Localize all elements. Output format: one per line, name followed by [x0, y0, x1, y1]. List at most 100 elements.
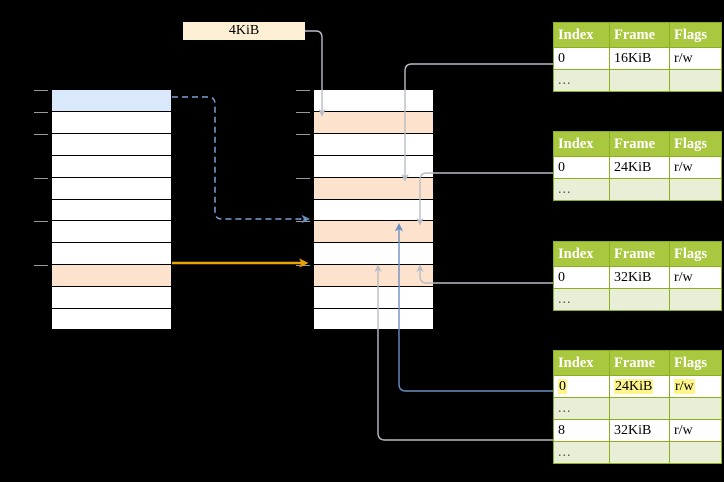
physical-frame-row — [296, 110, 434, 133]
column-header-flags: Flags — [669, 350, 722, 376]
cell-flags: r/w — [669, 266, 722, 289]
row-tick-mark — [34, 177, 48, 179]
column-header-flags: Flags — [669, 131, 722, 157]
cell-frame: 32KiB — [609, 419, 670, 442]
virtual-page-row — [34, 110, 172, 133]
row-tick-mark — [34, 265, 48, 267]
row-tick-mark — [296, 221, 310, 223]
cell-index: ... — [553, 178, 610, 201]
cell-frame: 24KiB — [609, 156, 670, 179]
column-header-index: Index — [553, 350, 610, 376]
column-header-frame: Frame — [609, 241, 670, 267]
column-header-frame: Frame — [609, 350, 670, 376]
virtual-page-row — [51, 242, 172, 265]
row-tick-mark — [34, 221, 48, 223]
row-tick-mark — [296, 111, 310, 113]
cell-flags — [669, 288, 722, 311]
virtual-page-row — [34, 264, 172, 287]
page-table-ellipsis-row: ... — [553, 441, 722, 464]
cell-frame — [609, 288, 670, 311]
column-header-index: Index — [553, 22, 610, 48]
column-header-index: Index — [553, 131, 610, 157]
cell-flags — [669, 441, 722, 464]
virtual-page-row — [51, 198, 172, 221]
cell-flags — [669, 178, 722, 201]
row-tick-mark — [34, 90, 48, 91]
physical-frame-row — [313, 154, 434, 177]
physical-frame-row — [313, 242, 434, 265]
virtual-page-row — [34, 220, 172, 243]
virtual-page-row — [34, 89, 172, 111]
page-table-ellipsis-row: ... — [553, 288, 722, 311]
cell-flags: r/w — [669, 375, 722, 398]
cell-flags: r/w — [669, 156, 722, 179]
cell-index: 8 — [553, 419, 610, 442]
page-table-ellipsis-row: ... — [553, 178, 722, 201]
cell-flags — [669, 397, 722, 420]
virtual-page-row — [51, 286, 172, 309]
physical-frame-row — [313, 286, 434, 309]
physical-frame-row — [296, 132, 434, 155]
row-tick-mark — [296, 265, 310, 267]
cell-flags: r/w — [669, 419, 722, 442]
physical-frame-row — [313, 308, 434, 330]
page-table-ellipsis-row: ... — [553, 397, 722, 420]
size-label-4kib: 4KiB — [183, 22, 305, 40]
page-table-ellipsis-row: ... — [553, 69, 722, 92]
cell-index: 0 — [553, 375, 610, 398]
physical-frame-row — [313, 198, 434, 221]
column-header-frame: Frame — [609, 131, 670, 157]
cell-index: ... — [553, 441, 610, 464]
cell-frame: 16KiB — [609, 47, 670, 70]
cell-frame: 32KiB — [609, 266, 670, 289]
cell-index: 0 — [553, 156, 610, 179]
cell-frame — [609, 69, 670, 92]
row-tick-mark — [34, 133, 48, 135]
cell-frame — [609, 441, 670, 464]
virtual-page-row — [34, 132, 172, 155]
cell-index: ... — [553, 288, 610, 311]
highlighted-value: r/w — [674, 378, 695, 394]
virtual-page-row — [34, 176, 172, 199]
cell-frame — [609, 397, 670, 420]
physical-frame-row — [296, 176, 434, 199]
cell-flags: r/w — [669, 47, 722, 70]
page-table-row: 0 24KiB r/w — [553, 375, 722, 398]
column-header-frame: Frame — [609, 22, 670, 48]
column-header-index: Index — [553, 241, 610, 267]
cell-frame — [609, 178, 670, 201]
cell-index: 0 — [553, 47, 610, 70]
cell-flags — [669, 69, 722, 92]
column-header-flags: Flags — [669, 22, 722, 48]
highlighted-value: 0 — [558, 378, 567, 394]
virtual-address-space-column — [34, 89, 172, 330]
cell-frame: 24KiB — [609, 375, 670, 398]
row-tick-mark — [296, 90, 310, 91]
physical-memory-column — [296, 89, 434, 330]
column-header-flags: Flags — [669, 241, 722, 267]
cell-index: ... — [553, 397, 610, 420]
virtual-page-row — [51, 308, 172, 330]
row-tick-mark — [296, 133, 310, 135]
physical-frame-row — [296, 264, 434, 287]
virtual-page-row — [51, 154, 172, 177]
cell-index: ... — [553, 69, 610, 92]
cell-index: 0 — [553, 266, 610, 289]
physical-frame-row — [296, 220, 434, 243]
physical-frame-row — [296, 89, 434, 111]
row-tick-mark — [34, 111, 48, 113]
highlighted-value: 24KiB — [614, 378, 654, 394]
